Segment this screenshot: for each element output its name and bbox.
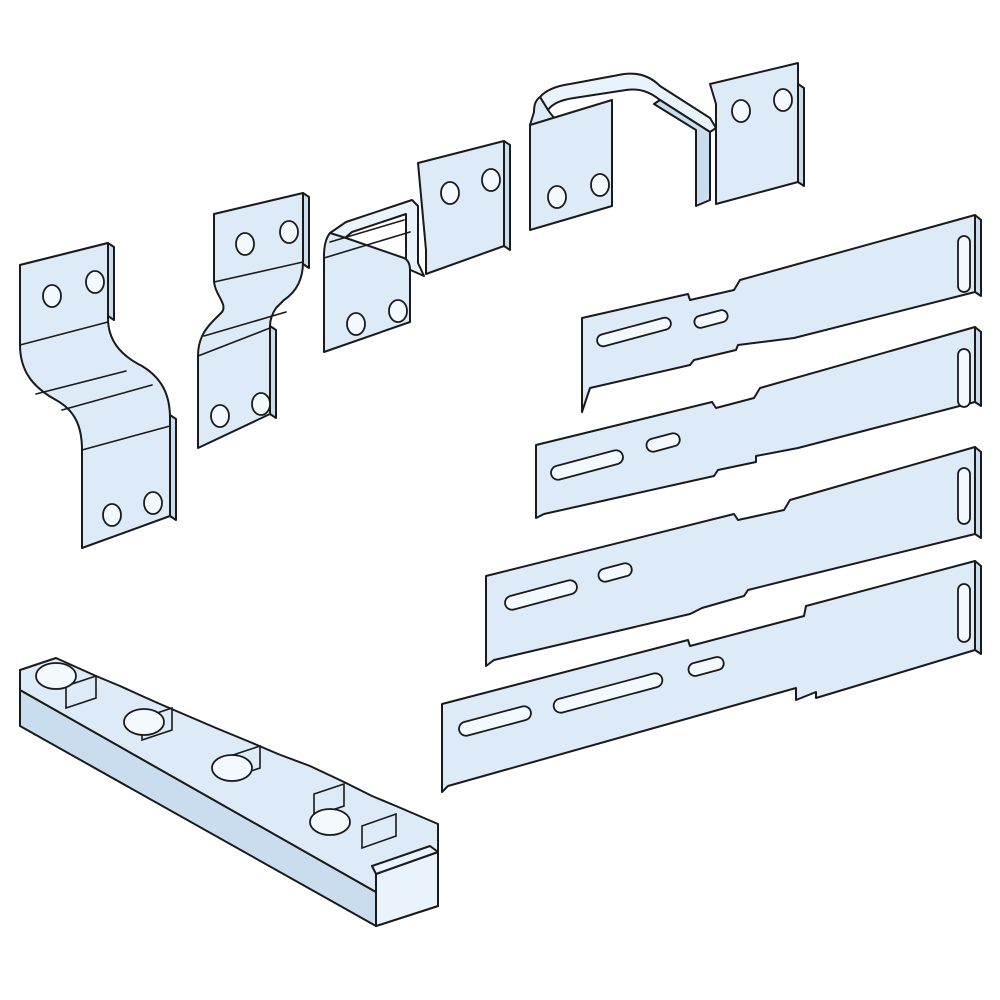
bolt-hole — [143, 491, 163, 515]
z-bend-busbar-connector — [323, 140, 511, 353]
slot — [687, 656, 725, 677]
slot — [645, 432, 681, 453]
slot — [957, 467, 971, 525]
bolt-hole — [346, 312, 366, 336]
slot — [957, 583, 971, 643]
bolt-hole — [773, 88, 793, 112]
offset-busbar-connector — [197, 192, 310, 449]
bolt-hole — [251, 392, 271, 416]
bolt-hole — [279, 220, 299, 244]
slot — [552, 672, 664, 714]
bolt-hole — [210, 404, 230, 428]
bolt-hole — [731, 99, 751, 123]
bolt-hole — [102, 503, 122, 527]
slot — [693, 309, 729, 329]
bolt-hole — [35, 662, 77, 690]
bolt-hole — [481, 168, 501, 192]
slot — [957, 235, 971, 293]
bolt-hole — [547, 185, 567, 209]
slot — [596, 316, 672, 348]
bolt-hole — [590, 173, 610, 197]
bolt-hole — [123, 708, 165, 736]
slot — [504, 579, 578, 611]
bolt-hole — [211, 754, 253, 782]
slotted-extension-plate-4 — [441, 560, 982, 793]
wide-z-bend-busbar-connector — [529, 62, 805, 231]
bolt-hole — [85, 270, 105, 294]
tall-s-bend-busbar-connector — [19, 242, 177, 549]
bolt-hole — [235, 232, 255, 256]
bolt-hole — [42, 284, 62, 308]
notched-busbar-support — [19, 657, 439, 927]
slotted-extension-plate-2 — [535, 326, 982, 519]
bolt-hole — [440, 181, 460, 205]
slot — [550, 449, 624, 481]
bolt-hole — [388, 299, 408, 323]
slot — [458, 705, 532, 737]
slotted-extension-plate-3 — [485, 446, 982, 667]
bolt-hole — [309, 808, 351, 836]
slot — [597, 562, 633, 583]
slot — [957, 348, 971, 408]
slotted-extension-plate-1 — [581, 214, 982, 413]
